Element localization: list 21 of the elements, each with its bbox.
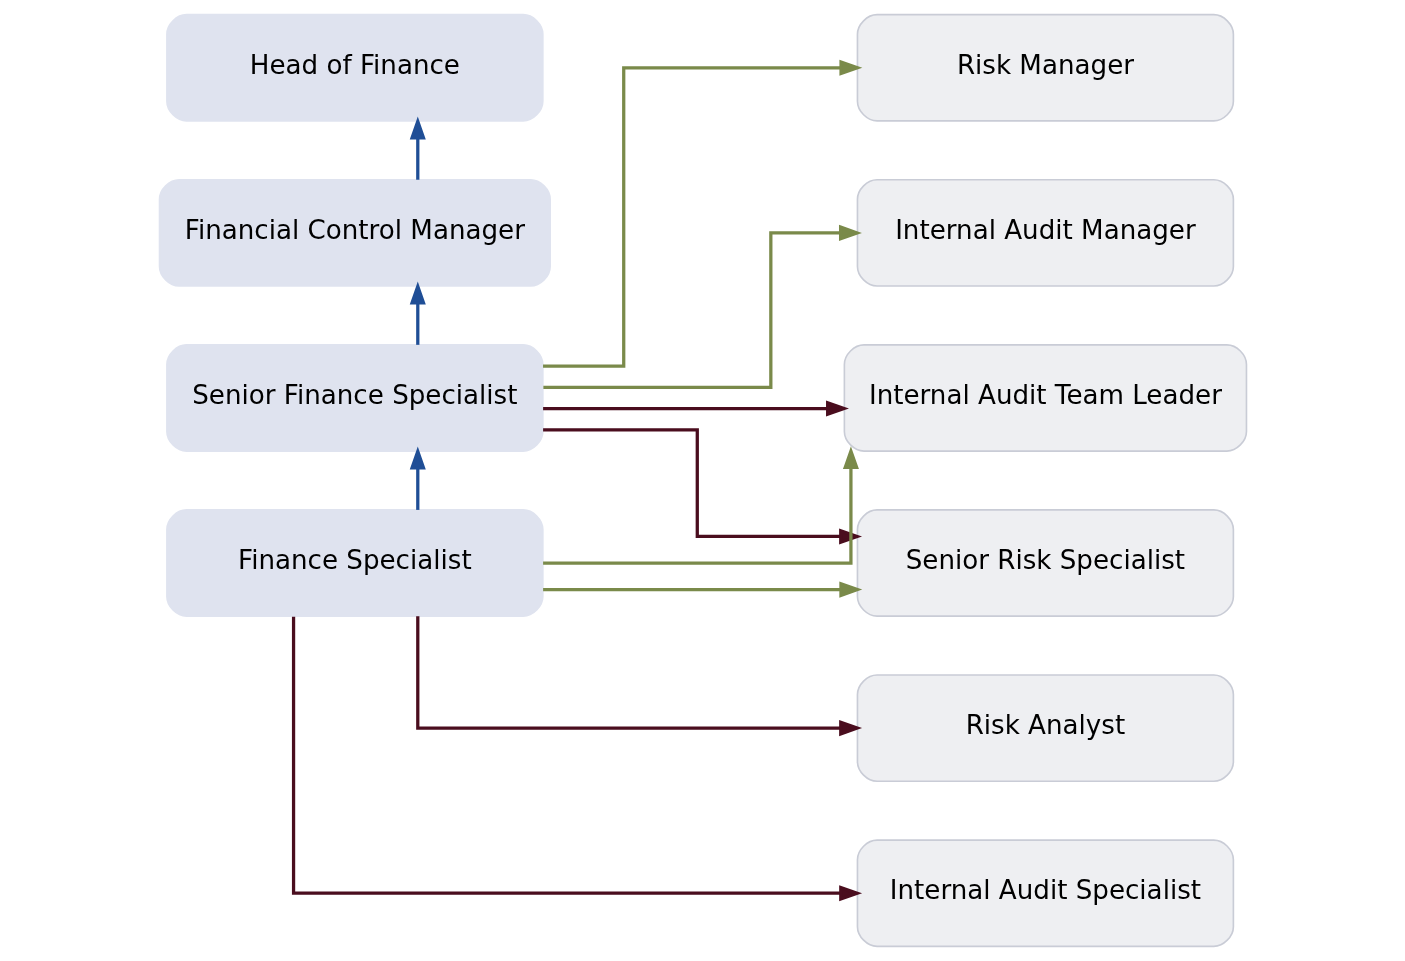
- arrow: [542, 400, 849, 417]
- node-box: Risk Manager: [856, 13, 1234, 122]
- arrow: [542, 224, 862, 389]
- node-box: Finance Specialist: [165, 509, 544, 617]
- node-box: Internal Audit Team Leader: [843, 344, 1247, 452]
- node-box: Internal Audit Specialist: [856, 839, 1234, 948]
- node-box: Financial Control Manager: [158, 178, 551, 287]
- arrow: [542, 59, 862, 368]
- arrow: [415, 616, 862, 737]
- arrow: [542, 581, 862, 598]
- arrow: [409, 281, 426, 345]
- arrow: [291, 616, 862, 902]
- arrow: [409, 446, 426, 510]
- arrow: [409, 116, 426, 180]
- node-box: Internal Audit Manager: [856, 178, 1234, 287]
- arrow: [542, 446, 859, 565]
- node-box: Senior Risk Specialist: [856, 509, 1234, 617]
- arrow: [542, 428, 862, 545]
- node-box: Head of Finance: [165, 13, 544, 122]
- node-box: Senior Finance Specialist: [165, 344, 544, 452]
- node-box: Risk Analyst: [856, 674, 1234, 783]
